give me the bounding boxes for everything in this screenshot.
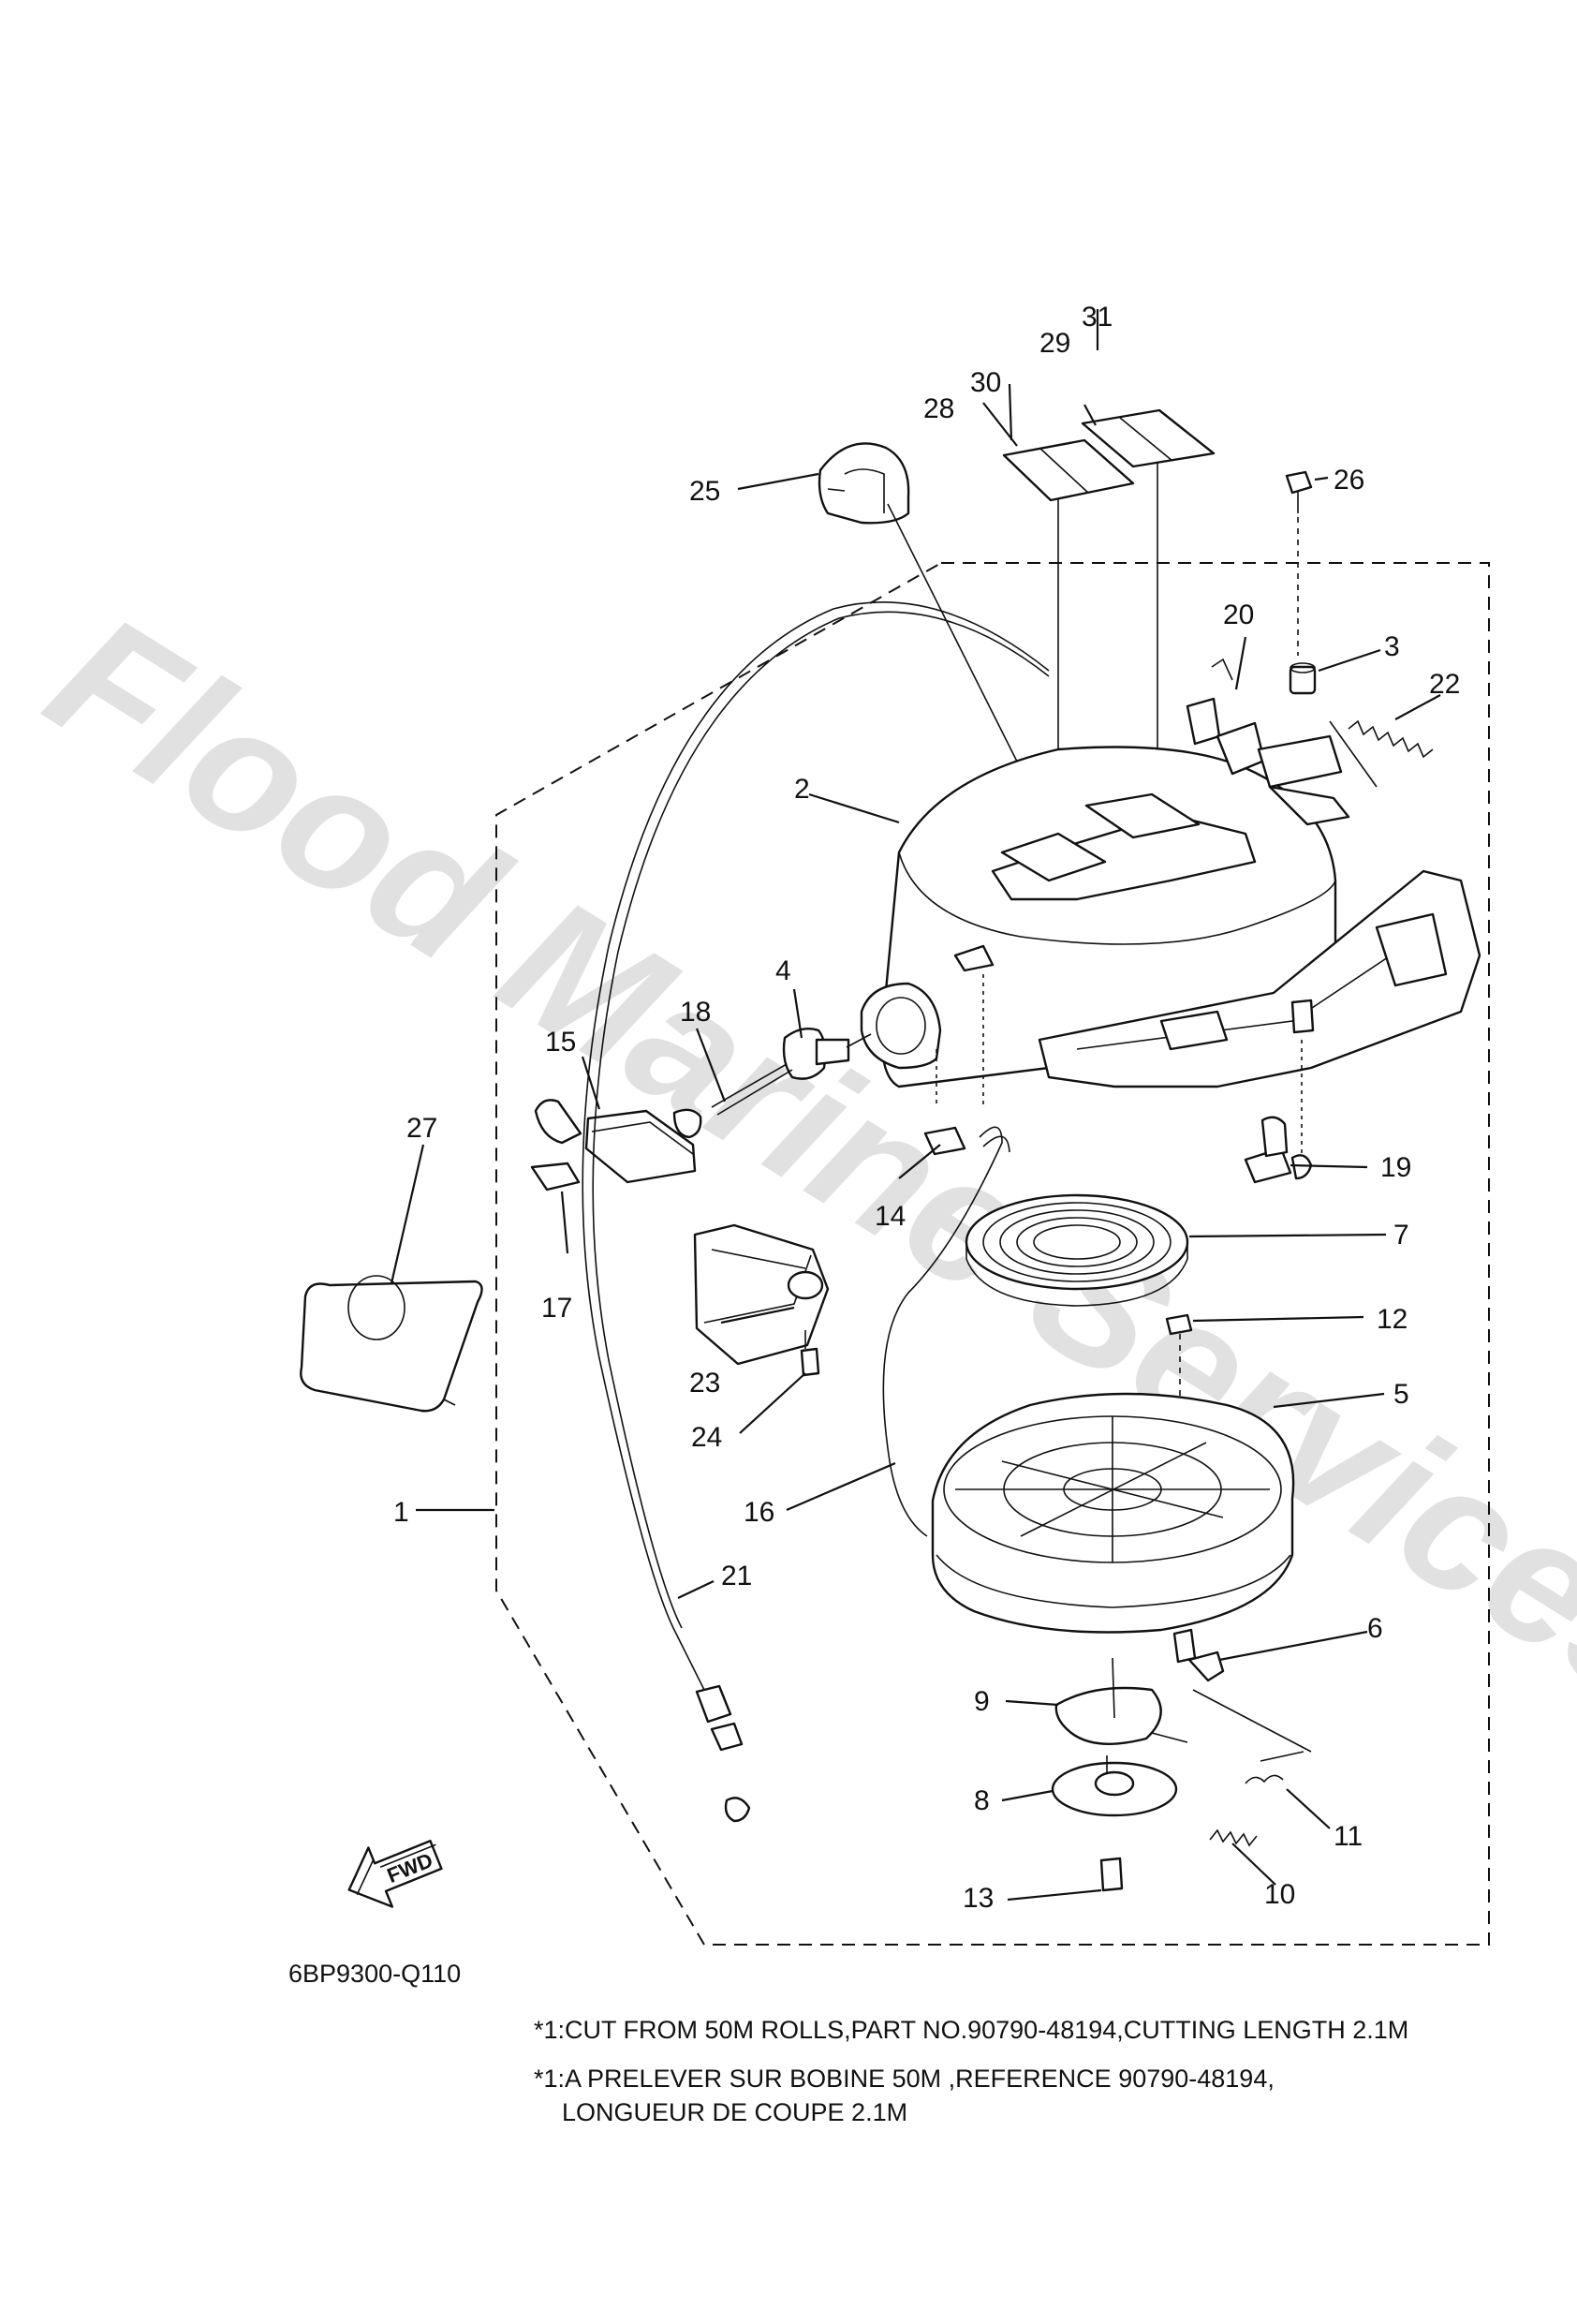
labels-28-31	[1002, 408, 1216, 862]
callout-1: 1	[393, 1497, 409, 1528]
callout-9: 9	[974, 1686, 990, 1717]
callout-30: 30	[970, 367, 1001, 398]
note-french-line1: *1:A PRELEVER SUR BOBINE 50M ,REFERENCE …	[534, 2065, 1275, 2093]
part-friction-spring-9	[1054, 1657, 1188, 1745]
callout-16: 16	[744, 1497, 774, 1528]
callout-6: 6	[1367, 1613, 1383, 1644]
callout-13: 13	[963, 1883, 994, 1914]
callout-8: 8	[974, 1785, 990, 1816]
callout-numbers: 31 29 30 28 25 26 20 3 22 2 4 18 15 27 1…	[393, 302, 1460, 1914]
part-spring-22	[1329, 719, 1434, 788]
callout-10: 10	[1264, 1879, 1295, 1910]
callout-2: 2	[794, 774, 810, 805]
callout-29: 29	[1039, 328, 1070, 359]
part-cable-21	[582, 601, 1050, 1706]
callout-11: 11	[1334, 1821, 1363, 1852]
part-screw-12	[1165, 1313, 1193, 1437]
callout-25: 25	[689, 476, 720, 507]
note-french-line2: LONGUEUR DE COUPE 2.1M	[562, 2098, 907, 2126]
part-spring-7	[965, 1193, 1189, 1307]
assembly-boundary	[495, 562, 1490, 1946]
part-screw-13	[1099, 1857, 1124, 1892]
part-drive-plate-8	[1051, 1755, 1178, 1817]
callout-18: 18	[680, 997, 711, 1028]
callout-19: 19	[1380, 1152, 1411, 1183]
part-plate-27	[300, 1275, 483, 1413]
callout-5: 5	[1393, 1379, 1409, 1410]
callout-31: 31	[1082, 302, 1113, 333]
callout-3: 3	[1384, 631, 1400, 662]
part-cable-end-21	[695, 1684, 751, 1823]
callout-26: 26	[1334, 465, 1364, 496]
callout-17: 17	[541, 1293, 572, 1324]
part-collar-3	[1289, 662, 1317, 695]
callout-24: 24	[691, 1422, 722, 1453]
part-guide-4	[782, 1028, 872, 1080]
part-lever-20	[1186, 658, 1350, 826]
callout-22: 22	[1429, 669, 1460, 700]
part-screw-24	[800, 1330, 820, 1377]
part-spring-10	[1209, 1828, 1258, 1847]
note-english: *1:CUT FROM 50M ROLLS,PART NO.90790-4819…	[534, 2016, 1408, 2044]
part-pulley-5	[931, 1392, 1295, 1634]
callout-4: 4	[775, 955, 791, 986]
callout-28: 28	[923, 393, 954, 424]
part-handle-15	[534, 1099, 702, 1184]
part-starter-housing-2	[860, 746, 1481, 1162]
part-stopper-14	[923, 1126, 966, 1156]
part-arm-6	[1172, 1628, 1312, 1753]
callout-27: 27	[406, 1113, 437, 1144]
watermark: Flood Marine Services	[17, 576, 1577, 1746]
callout-12: 12	[1377, 1304, 1408, 1335]
fwd-arrow-icon: FWD	[347, 1840, 443, 1908]
diagram-code: 6BP9300-Q110	[288, 1960, 461, 1988]
part-tube-16	[882, 1126, 1003, 1537]
leader-lines	[390, 309, 1441, 1902]
part-pawl-19	[1244, 1116, 1313, 1184]
part-spring-11	[1245, 1751, 1304, 1784]
callout-14: 14	[875, 1201, 906, 1232]
part-bracket-23	[693, 1223, 830, 1366]
callout-23: 23	[689, 1368, 720, 1399]
callout-21: 21	[721, 1561, 752, 1591]
part-clip-17	[530, 1162, 581, 1192]
callout-7: 7	[1393, 1220, 1409, 1251]
callout-15: 15	[545, 1027, 576, 1058]
part-bolt-26	[1285, 470, 1313, 656]
callout-20: 20	[1223, 600, 1254, 630]
